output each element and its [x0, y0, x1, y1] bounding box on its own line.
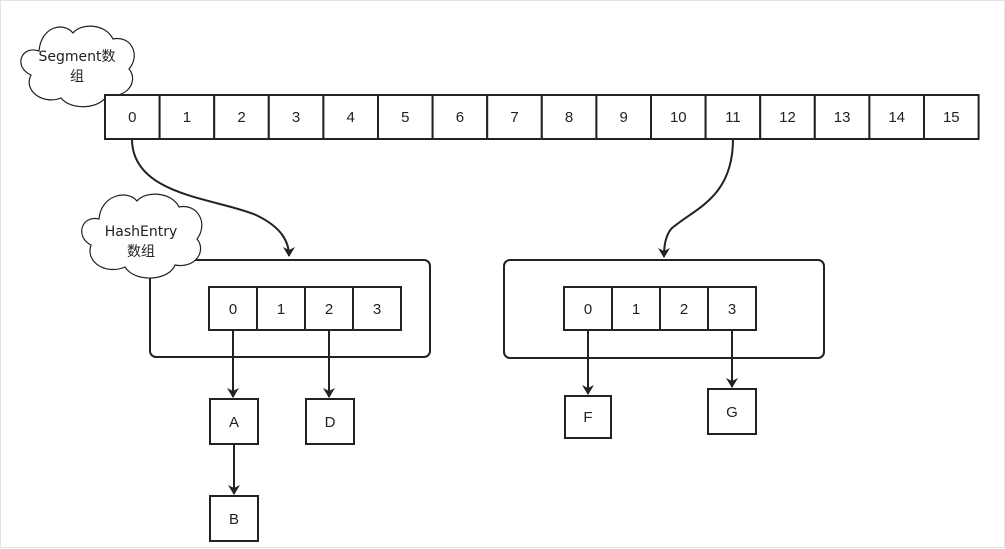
hashentry-cell-label: 0: [229, 301, 237, 318]
hashentry-cell-label: 3: [728, 301, 736, 318]
segment-label-cloud: [20, 25, 135, 108]
entry-node: [209, 495, 259, 542]
segment-cell: [923, 94, 980, 140]
entry-node-label: A: [229, 414, 239, 431]
segment-cell: [595, 94, 653, 140]
hashentry-array-1: 0 1 2 3: [208, 286, 402, 331]
hashentry-cell: [352, 286, 402, 331]
segment-array: 0 1 2 3 4 5 6 7 8 9 10 11 12 13: [104, 94, 980, 140]
hashentry-cell-label: 1: [277, 301, 285, 318]
entry-node-label: F: [583, 409, 592, 426]
entry-node-label: G: [726, 404, 738, 421]
hashentry-label-line-2: 数组: [127, 244, 155, 260]
hashentry-cell: [611, 286, 661, 331]
hashentry-cell-label: 2: [680, 301, 688, 318]
segment-11-link-arrow: [658, 138, 734, 258]
segment-cell: [540, 94, 598, 140]
segment-cell-label: 13: [834, 109, 851, 126]
hashentry-cell: [707, 286, 757, 331]
segment-cell-label: 15: [943, 109, 960, 126]
hashentry-array-2: 0 1 2 3: [563, 286, 757, 331]
segment-label-line-2: 组: [70, 69, 84, 85]
segment-cell: [486, 94, 543, 140]
entry-node: [305, 398, 355, 445]
segment-cell-label: 7: [510, 109, 518, 126]
segment-cell-label: 5: [401, 109, 409, 126]
entry-node: [707, 388, 757, 435]
segment-cell: [650, 94, 707, 140]
segment-cell-label: 11: [725, 109, 741, 126]
segment-cell: [704, 94, 762, 140]
segment-cell-label: 8: [565, 109, 573, 126]
segment-cell-label: 1: [183, 109, 191, 126]
segment-cell-label: 4: [347, 109, 355, 126]
segment-label-line-1: Segment数: [39, 49, 116, 65]
segment-cell-label: 9: [620, 109, 628, 126]
segment-cell-label: 0: [128, 109, 136, 126]
segment-array-label: Segment数 组: [20, 25, 135, 108]
hashentry-array-label: HashEntry 数组: [81, 193, 203, 279]
entry-node: [564, 395, 612, 439]
segment-cell-label: 6: [456, 109, 464, 126]
segment-cell-label: 3: [292, 109, 300, 126]
hashentry-cell-label: 2: [325, 301, 333, 318]
hashentry-label-cloud: [81, 193, 203, 279]
segment-cell: [267, 94, 325, 140]
segment-cell: [377, 94, 434, 140]
hashentry-cell-label: 1: [632, 301, 640, 318]
hashentry-cell: [659, 286, 709, 331]
hashentry-cell-label: 0: [584, 301, 592, 318]
segment-cell-label: 12: [779, 109, 796, 126]
segment-cell-label: 2: [237, 109, 245, 126]
hashentry-label-line-1: HashEntry: [105, 224, 178, 240]
segment-cell: [322, 94, 379, 140]
segment-cell-label: 14: [888, 109, 905, 126]
segment-cell: [813, 94, 871, 140]
segment-cell-label: 10: [670, 109, 687, 126]
segment-cell: [759, 94, 816, 140]
hashentry-cell: [256, 286, 306, 331]
entry-node-label: D: [325, 414, 336, 431]
segment-0-link-arrow: [131, 138, 295, 257]
entry-node-label: B: [229, 511, 239, 528]
hashentry-cell-label: 3: [373, 301, 381, 318]
